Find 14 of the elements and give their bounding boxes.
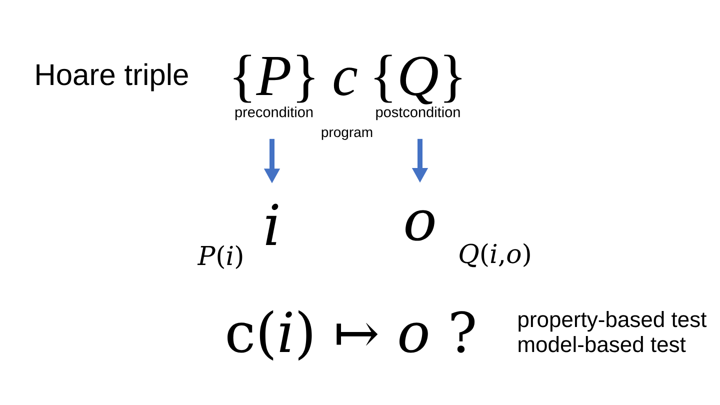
formula-label: P(i)	[197, 245, 242, 270]
formula-label: Q(i,o)	[460, 243, 530, 268]
variable: i	[266, 204, 278, 245]
variable: o	[406, 210, 434, 241]
heading: Hoare triple	[36, 63, 188, 92]
variable: c	[334, 68, 358, 96]
formula: {P}	[234, 54, 314, 103]
formula: {Q}	[374, 54, 462, 104]
formula: c(i) ↦ o ?	[228, 310, 475, 361]
note-text: model-based test	[518, 336, 686, 352]
label: precondition	[235, 106, 313, 120]
note-text: property-based test	[518, 311, 707, 332]
label: program	[322, 129, 372, 140]
label: postcondition	[376, 106, 460, 120]
